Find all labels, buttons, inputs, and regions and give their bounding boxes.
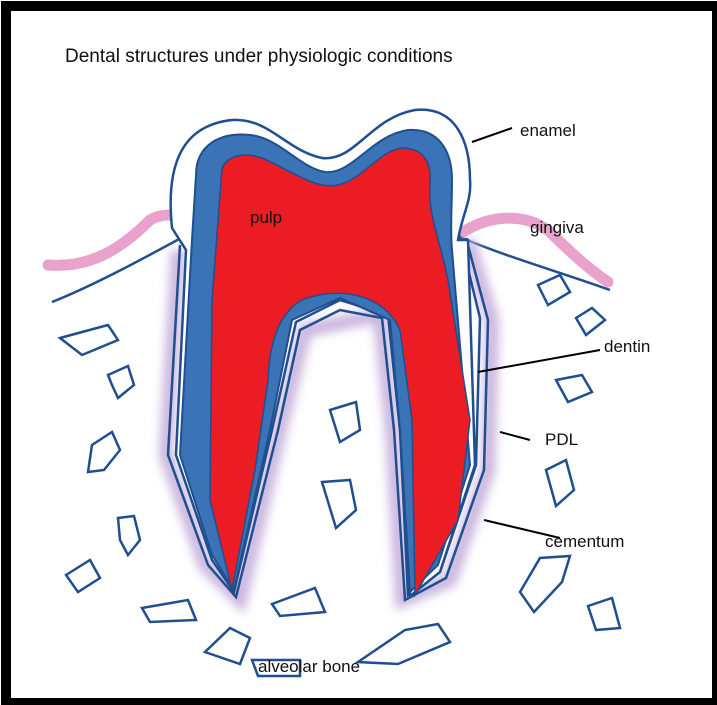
diagram-title: Dental structures under physiologic cond… bbox=[65, 46, 453, 67]
label-alveolar-bone: alveolar bone bbox=[258, 657, 360, 676]
label-cementum: cementum bbox=[545, 532, 624, 551]
label-gingiva: gingiva bbox=[530, 218, 584, 237]
label-enamel: enamel bbox=[520, 121, 576, 140]
label-pulp: pulp bbox=[250, 208, 282, 227]
label-dentin: dentin bbox=[604, 337, 650, 356]
label-pdl: PDL bbox=[545, 430, 578, 449]
